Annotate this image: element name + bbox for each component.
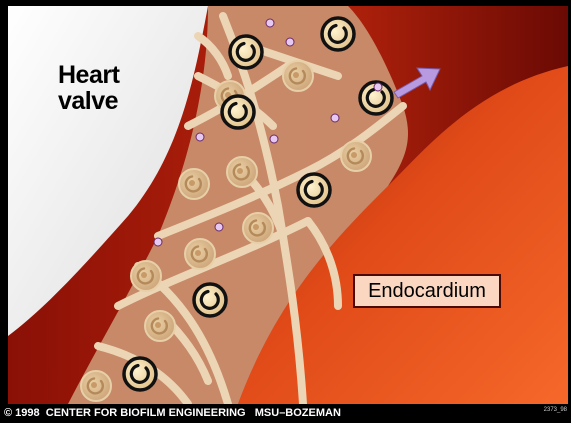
bacteria-cell-icon — [222, 96, 254, 128]
bacteria-cell-icon — [298, 174, 330, 206]
copyright-text: © 1998 CENTER FOR BIOFILM ENGINEERING MS… — [4, 407, 341, 419]
bacteria-cell-icon — [230, 36, 262, 68]
particle-icon — [154, 238, 162, 246]
particle-icon — [270, 135, 278, 143]
endocardium-label-text: Endocardium — [368, 281, 486, 302]
particle-icon — [215, 223, 223, 231]
particle-icon — [331, 114, 339, 122]
bacteria-cell-icon — [194, 284, 226, 316]
bacteria-cell-icon — [124, 358, 156, 390]
particle-icon — [266, 19, 274, 27]
footer-bar: © 1998 CENTER FOR BIOFILM ENGINEERING MS… — [0, 404, 571, 423]
heart-valve-label-text: Heart valve — [58, 61, 119, 115]
particle-icon — [286, 38, 294, 46]
bacteria-cell-icon — [322, 18, 354, 50]
heart-valve-label: Heart valve — [58, 62, 138, 115]
endocardium-label: Endocardium — [353, 274, 501, 308]
slide-code: 2373_98 — [544, 407, 567, 413]
particle-icon — [196, 133, 204, 141]
diagram-artwork: Heart valve Endocardium — [8, 6, 568, 404]
particle-icon — [374, 83, 382, 91]
